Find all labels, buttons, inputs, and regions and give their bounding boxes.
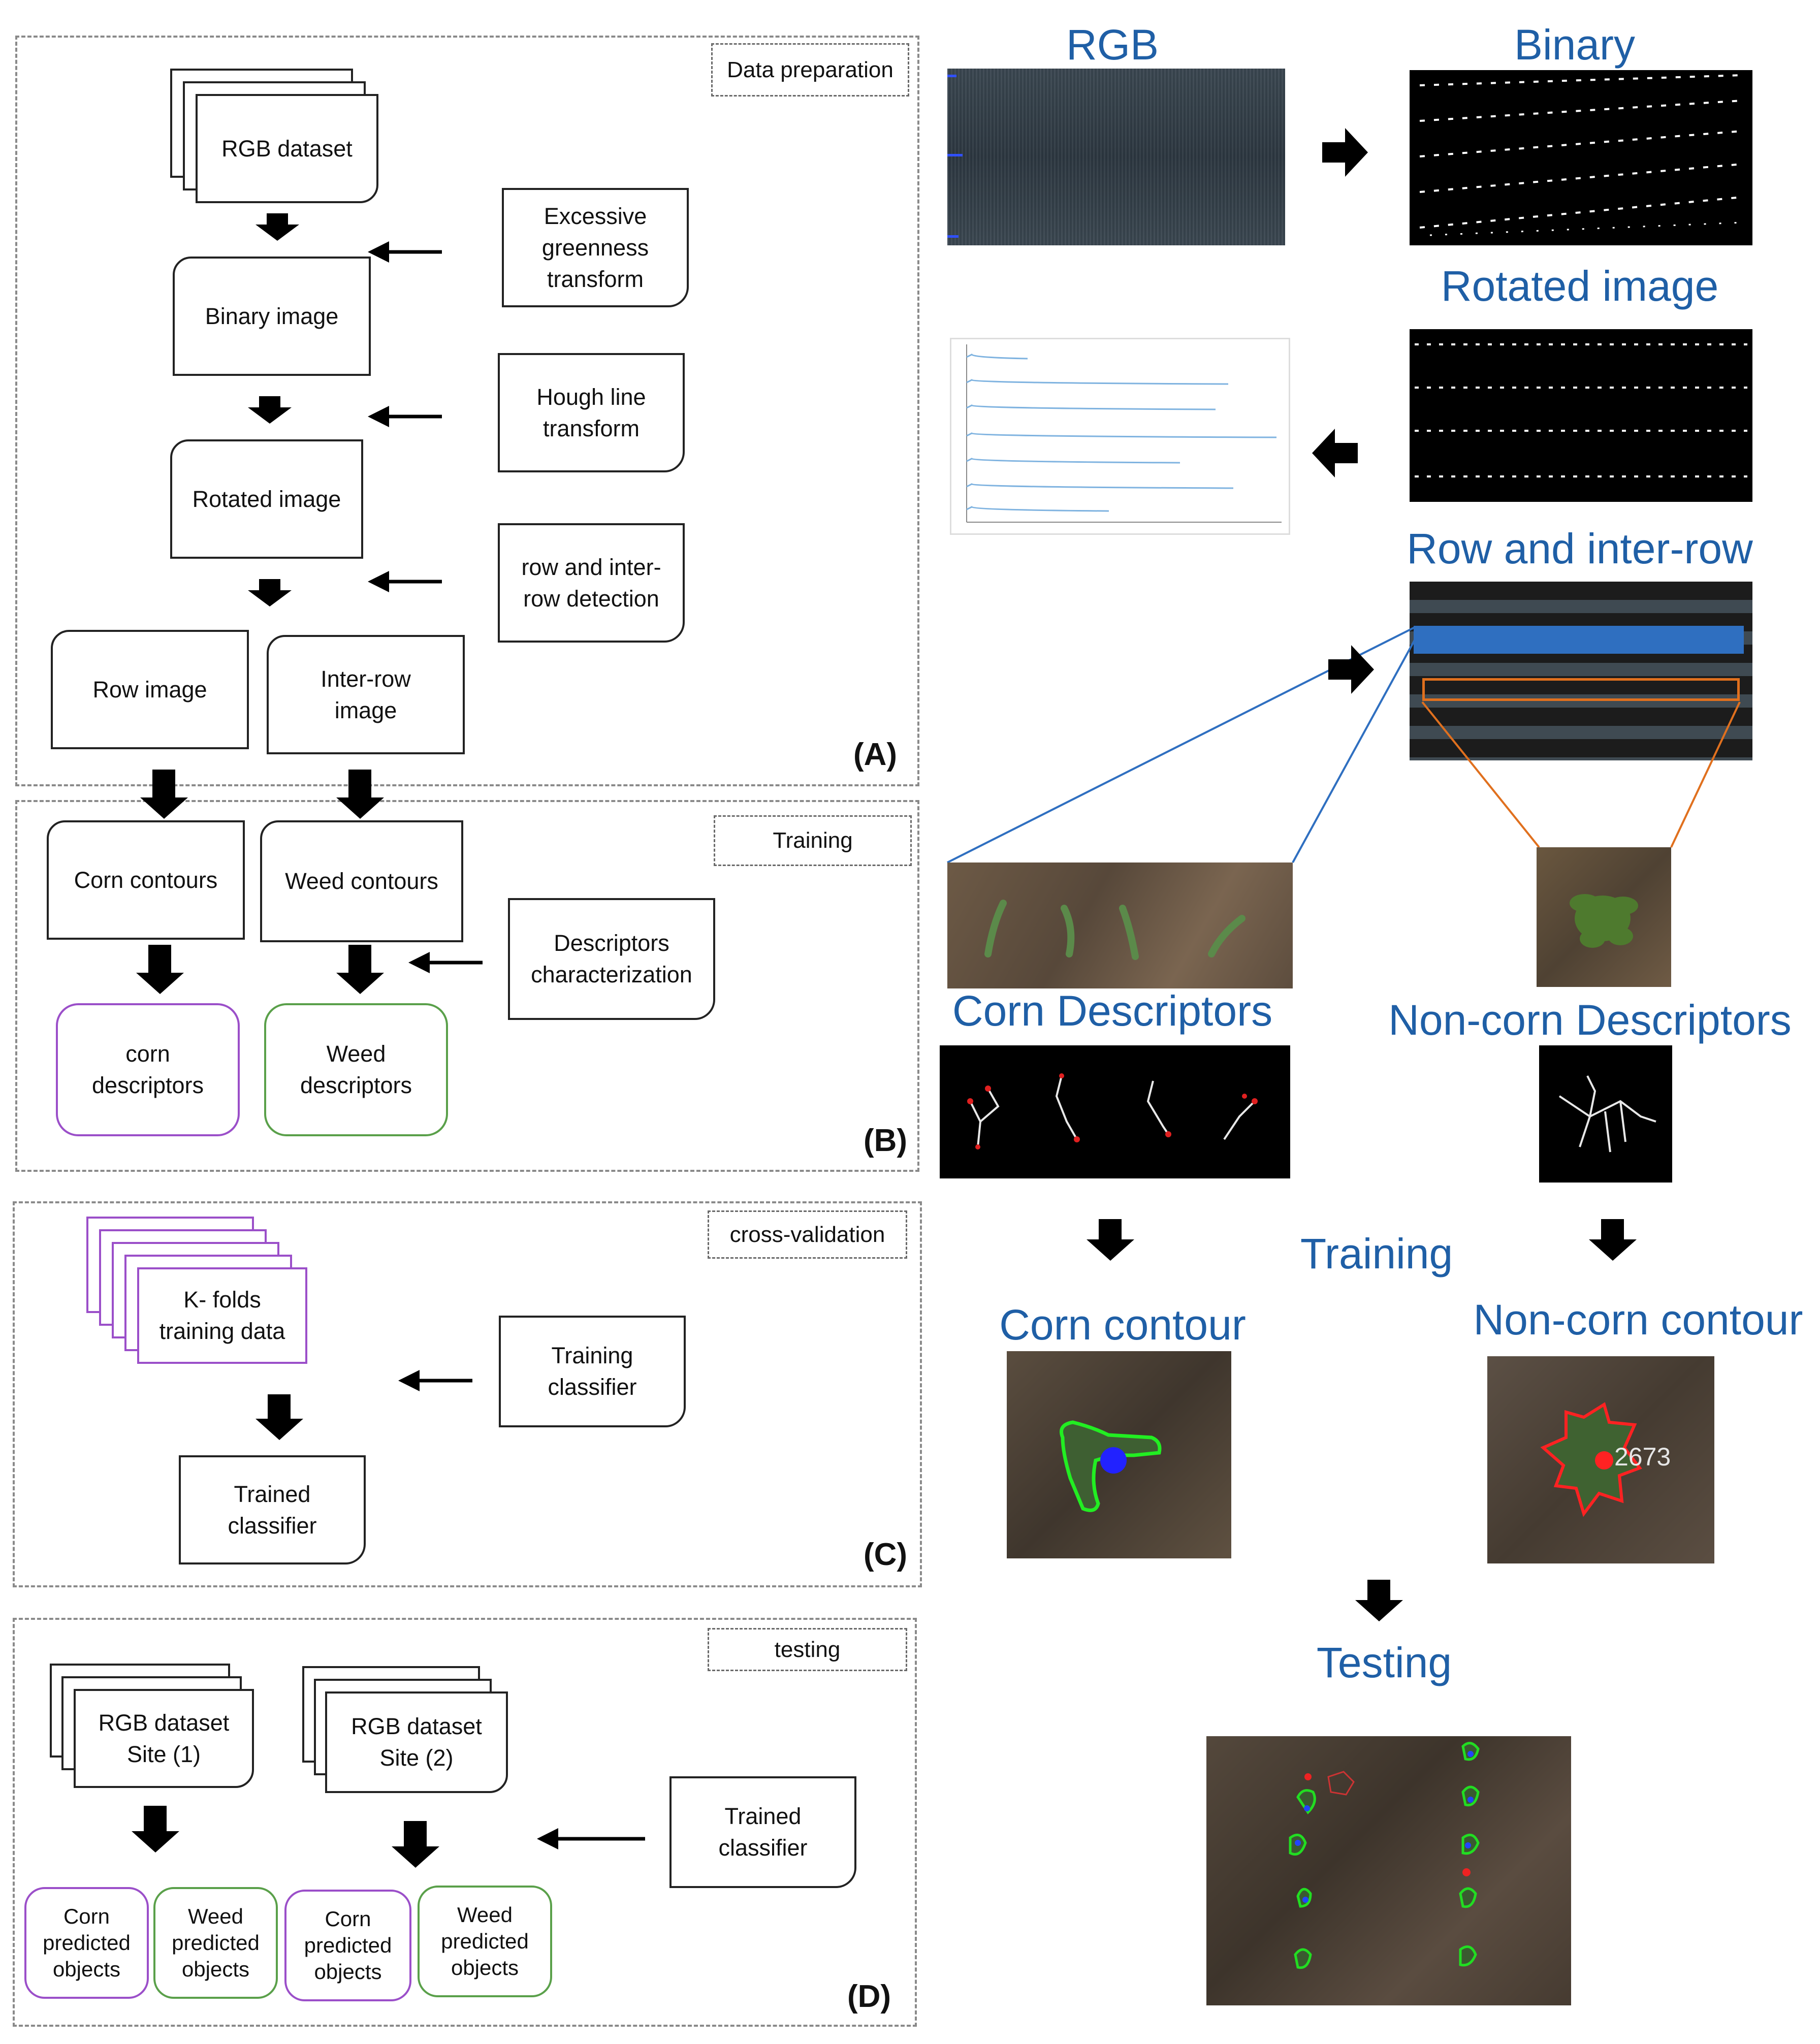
corn-descriptors-box: corn descriptors — [56, 1003, 240, 1136]
corn-contour-overlay — [1060, 1420, 1162, 1512]
rotated-binary-image — [1410, 329, 1752, 502]
title-binary: Binary — [1514, 21, 1636, 69]
rgb-image — [947, 69, 1285, 245]
arrow-right-row-image — [1328, 645, 1374, 694]
weed-descriptors-box: Weed descriptors — [264, 1003, 448, 1136]
row-detection-box: row and inter- row detection — [498, 523, 685, 643]
rgb-blue-mark-2 — [947, 154, 963, 156]
row-interrow-image — [1410, 582, 1752, 760]
row-crop-image — [947, 863, 1293, 988]
weed-predicted-objects-2: Weed predicted objects — [418, 1886, 552, 1997]
row-crop-plants — [984, 900, 1246, 960]
testing-result-image — [1206, 1736, 1571, 2005]
rgb-texture — [947, 69, 1285, 245]
panel-tag-training: Training — [714, 815, 912, 866]
arrow-down-noncorn-training — [1589, 1219, 1637, 1261]
binary-image — [1410, 70, 1752, 245]
row-highlight-blue — [1414, 626, 1744, 654]
panel-tag-data-preparation: Data preparation — [711, 43, 909, 97]
testing-result-overlay — [1289, 1742, 1480, 1969]
title-testing: Testing — [1316, 1639, 1452, 1686]
rotated-image-box: Rotated image — [170, 439, 363, 559]
panel-tag-testing: testing — [708, 1628, 907, 1671]
descriptors-characterization-box: Descriptors characterization — [508, 898, 715, 1020]
panel-label-a: (A) — [853, 737, 898, 772]
panel-tag-cross-validation: cross-validation — [708, 1210, 907, 1259]
site1-dataset-box: RGB dataset Site (1) — [74, 1689, 254, 1788]
corn-contour-image — [1007, 1351, 1231, 1558]
title-rotated-image: Rotated image — [1441, 262, 1719, 310]
interrow-crop-weed — [1570, 894, 1638, 948]
panel-label-d: (D) — [847, 1979, 891, 2014]
training-classifier-box: Training classifier — [499, 1316, 686, 1427]
contour-number-text: 2673 — [1614, 1443, 1671, 1471]
noncorn-contour-image: 2673 — [1487, 1356, 1714, 1563]
corn-predicted-objects-2: Corn predicted objects — [284, 1890, 411, 2001]
interrow-image-box: Inter-row image — [267, 635, 465, 754]
hough-line-box: Hough line transform — [498, 353, 685, 472]
panel-label-c: (C) — [864, 1537, 908, 1572]
weed-contours-box: Weed contours — [260, 820, 463, 942]
panel-label-b: (B) — [864, 1123, 908, 1158]
noncorn-skeleton-image — [1539, 1045, 1672, 1183]
title-corn-contour: Corn contour — [999, 1301, 1246, 1349]
weed-predicted-objects-1: Weed predicted objects — [153, 1887, 278, 1999]
kfolds-training-data-box: K- folds training data — [137, 1267, 307, 1364]
trained-classifier-box-c: Trained classifier — [179, 1455, 366, 1564]
title-rgb: RGB — [1066, 21, 1159, 69]
panel-cross-validation — [13, 1201, 922, 1587]
trained-classifier-box-d: Trained classifier — [669, 1776, 856, 1888]
panel-data-preparation — [15, 36, 919, 786]
title-noncorn-descriptors: Non-corn Descriptors — [1388, 996, 1792, 1044]
rgb-dataset-box: RGB dataset — [196, 94, 378, 203]
arrow-left-plot — [1312, 429, 1358, 477]
interrow-highlight-orange — [1422, 678, 1740, 701]
panel-training — [15, 800, 919, 1172]
corn-skeleton-image — [940, 1045, 1290, 1178]
arrow-down-corn-training — [1087, 1219, 1134, 1261]
corn-predicted-objects-1: Corn predicted objects — [24, 1887, 149, 1999]
binary-image-box: Binary image — [173, 257, 371, 376]
title-row-interrow: Row and inter-row — [1407, 525, 1753, 572]
corn-contours-box: Corn contours — [47, 820, 245, 940]
row-image-box: Row image — [51, 630, 249, 749]
title-training: Training — [1300, 1230, 1453, 1278]
excessive-greenness-box: Excessive greenness transform — [502, 188, 689, 307]
rgb-blue-mark-1 — [947, 75, 956, 77]
title-noncorn-contour: Non-corn contour — [1473, 1296, 1803, 1344]
row-detection-plot-svg — [966, 344, 1282, 523]
row-detection-plot — [950, 338, 1290, 535]
title-corn-descriptors: Corn Descriptors — [952, 987, 1273, 1035]
noncorn-contour-overlay: 2673 — [1540, 1402, 1671, 1517]
arrow-right-rgb-binary — [1322, 128, 1368, 177]
arrow-down-testing — [1355, 1580, 1403, 1621]
interrow-crop-image — [1537, 847, 1671, 987]
panel-testing — [13, 1618, 917, 2027]
rgb-blue-mark-3 — [947, 235, 959, 238]
site2-dataset-box: RGB dataset Site (2) — [325, 1691, 508, 1793]
